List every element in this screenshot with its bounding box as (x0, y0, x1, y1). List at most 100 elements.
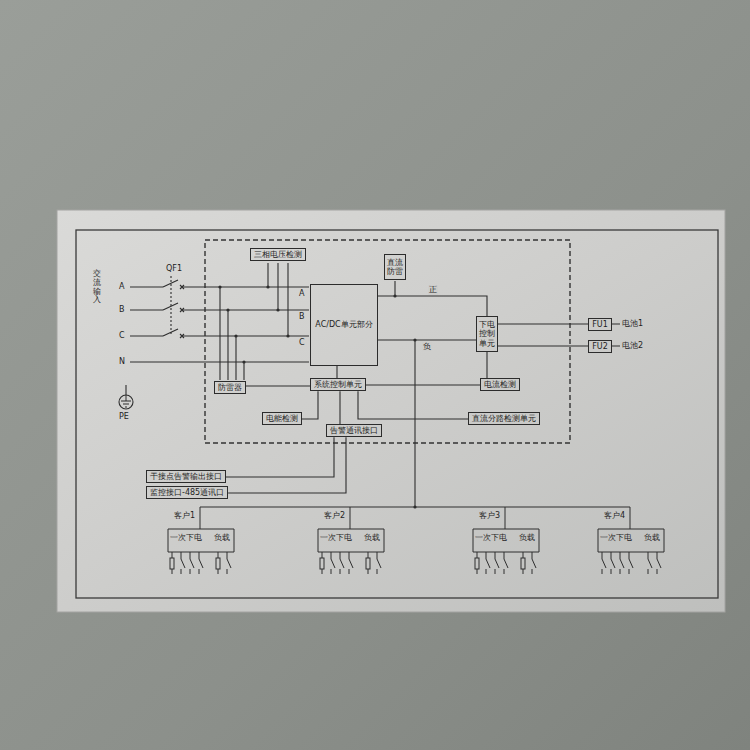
junction-dot (266, 285, 269, 288)
phase-label: C (299, 338, 305, 347)
edge-label: 正 (428, 285, 438, 294)
battery-label: 电池1 (622, 319, 643, 328)
battery-label: 电池2 (622, 341, 643, 350)
circuit-label: 一次下电 (600, 533, 632, 542)
phase-label: B (299, 312, 305, 321)
node-text: 三相电压检测 (254, 250, 302, 259)
junction-dot (413, 505, 416, 508)
surge-box: 防雷器 (214, 381, 246, 394)
plate-border (76, 230, 718, 598)
wire-connector (378, 339, 476, 340)
controller-box: 系统控制单元 (310, 378, 366, 391)
node-text: 系统控制单元 (314, 380, 362, 389)
junction-dot (226, 308, 229, 311)
breaker-link (170, 276, 171, 334)
circuit-label: 一次下电 (475, 533, 507, 542)
fuse-box: FU2 (588, 340, 612, 353)
ground-circle (119, 395, 133, 409)
node-text: FU2 (592, 342, 608, 351)
node-text: AC/DC单元部分 (315, 320, 372, 329)
wire-connector (366, 384, 480, 385)
ac-input-wires (126, 263, 630, 507)
dc-surge-wire (394, 281, 395, 296)
node-text: 电能检测 (266, 414, 298, 423)
customer-circuit (318, 507, 384, 574)
sense-wire (268, 263, 288, 336)
wire-connector (226, 437, 334, 477)
junction-dot (218, 285, 221, 288)
negative-bus (414, 340, 415, 507)
fuse-box: FU1 (588, 318, 612, 331)
interface-box: 干接点告警输出接口 (146, 470, 226, 483)
wire-connector (246, 385, 310, 386)
node-text: 电流检测 (484, 380, 516, 389)
pe-ground-symbol (119, 395, 133, 409)
wire-connector (358, 391, 468, 419)
detect-box: 直流分路检测单元 (468, 412, 540, 425)
customer-circuit (473, 507, 539, 574)
detect-box: 电能检测 (262, 412, 302, 425)
input-label: 交流输入 (93, 270, 101, 305)
control-box: 下电控制单元 (476, 316, 498, 352)
interface-box: 告警通讯接口 (326, 424, 382, 437)
battery-lead (612, 324, 620, 346)
node-text: 告警通讯接口 (330, 426, 378, 435)
phase-label: A (299, 289, 304, 298)
wire-connector (228, 437, 346, 493)
node-text: 防雷器 (218, 383, 242, 392)
unit-boundary (205, 240, 570, 443)
ground-label: PE (119, 412, 129, 421)
junction-dots (218, 285, 416, 508)
surge-box: 直流防雷 (384, 254, 406, 280)
surge-wire (220, 287, 244, 380)
wire-connector (498, 323, 588, 324)
edge-label: 负 (422, 342, 432, 351)
node-text: 监控接口-485通讯口 (150, 488, 224, 497)
node-text: 直流防雷 (387, 258, 403, 276)
customer-circuit (168, 507, 234, 574)
wire-connector (378, 296, 487, 316)
phase-label: B (119, 305, 125, 314)
node-text: 干接点告警输出接口 (150, 472, 222, 481)
junction-dot (242, 360, 245, 363)
wire-connector (339, 391, 340, 424)
junction-dot (286, 334, 289, 337)
circuit-label: 负载 (644, 533, 660, 542)
metal-plate (57, 210, 725, 612)
circuit-label: 一次下电 (320, 533, 352, 542)
breaker-mark (180, 285, 184, 338)
phase-label: N (119, 357, 125, 366)
node-text: FU1 (592, 320, 608, 329)
phase-label: A (119, 282, 124, 291)
circuit-label: 负载 (364, 533, 380, 542)
customer-label: 客户1 (174, 511, 195, 520)
node-text: 直流分路检测单元 (472, 414, 536, 423)
detect-box: 电流检测 (480, 378, 520, 391)
customer-label: 客户3 (479, 511, 500, 520)
node-text: 下电控制单元 (479, 320, 495, 348)
customer-label: 客户4 (604, 511, 625, 520)
customer-label: 客户2 (324, 511, 345, 520)
ground-stem (125, 385, 126, 395)
wire-connector (336, 366, 337, 378)
detect-box: 三相电压检测 (250, 248, 306, 261)
phase-label: C (119, 331, 125, 340)
customer-circuit (598, 507, 664, 574)
breaker-label: QF1 (166, 264, 182, 273)
junction-dot (234, 334, 237, 337)
wire-connector (302, 391, 318, 419)
circuit-label: 负载 (214, 533, 230, 542)
ground-lines (121, 395, 131, 407)
rectifier-box: AC/DC单元部分 (310, 284, 378, 366)
circuit-label: 一次下电 (170, 533, 202, 542)
junction-dot (276, 308, 279, 311)
circuit-label: 负载 (519, 533, 535, 542)
interface-box: 监控接口-485通讯口 (146, 486, 228, 499)
wire-connector (498, 345, 588, 346)
wire-connector (486, 352, 487, 378)
